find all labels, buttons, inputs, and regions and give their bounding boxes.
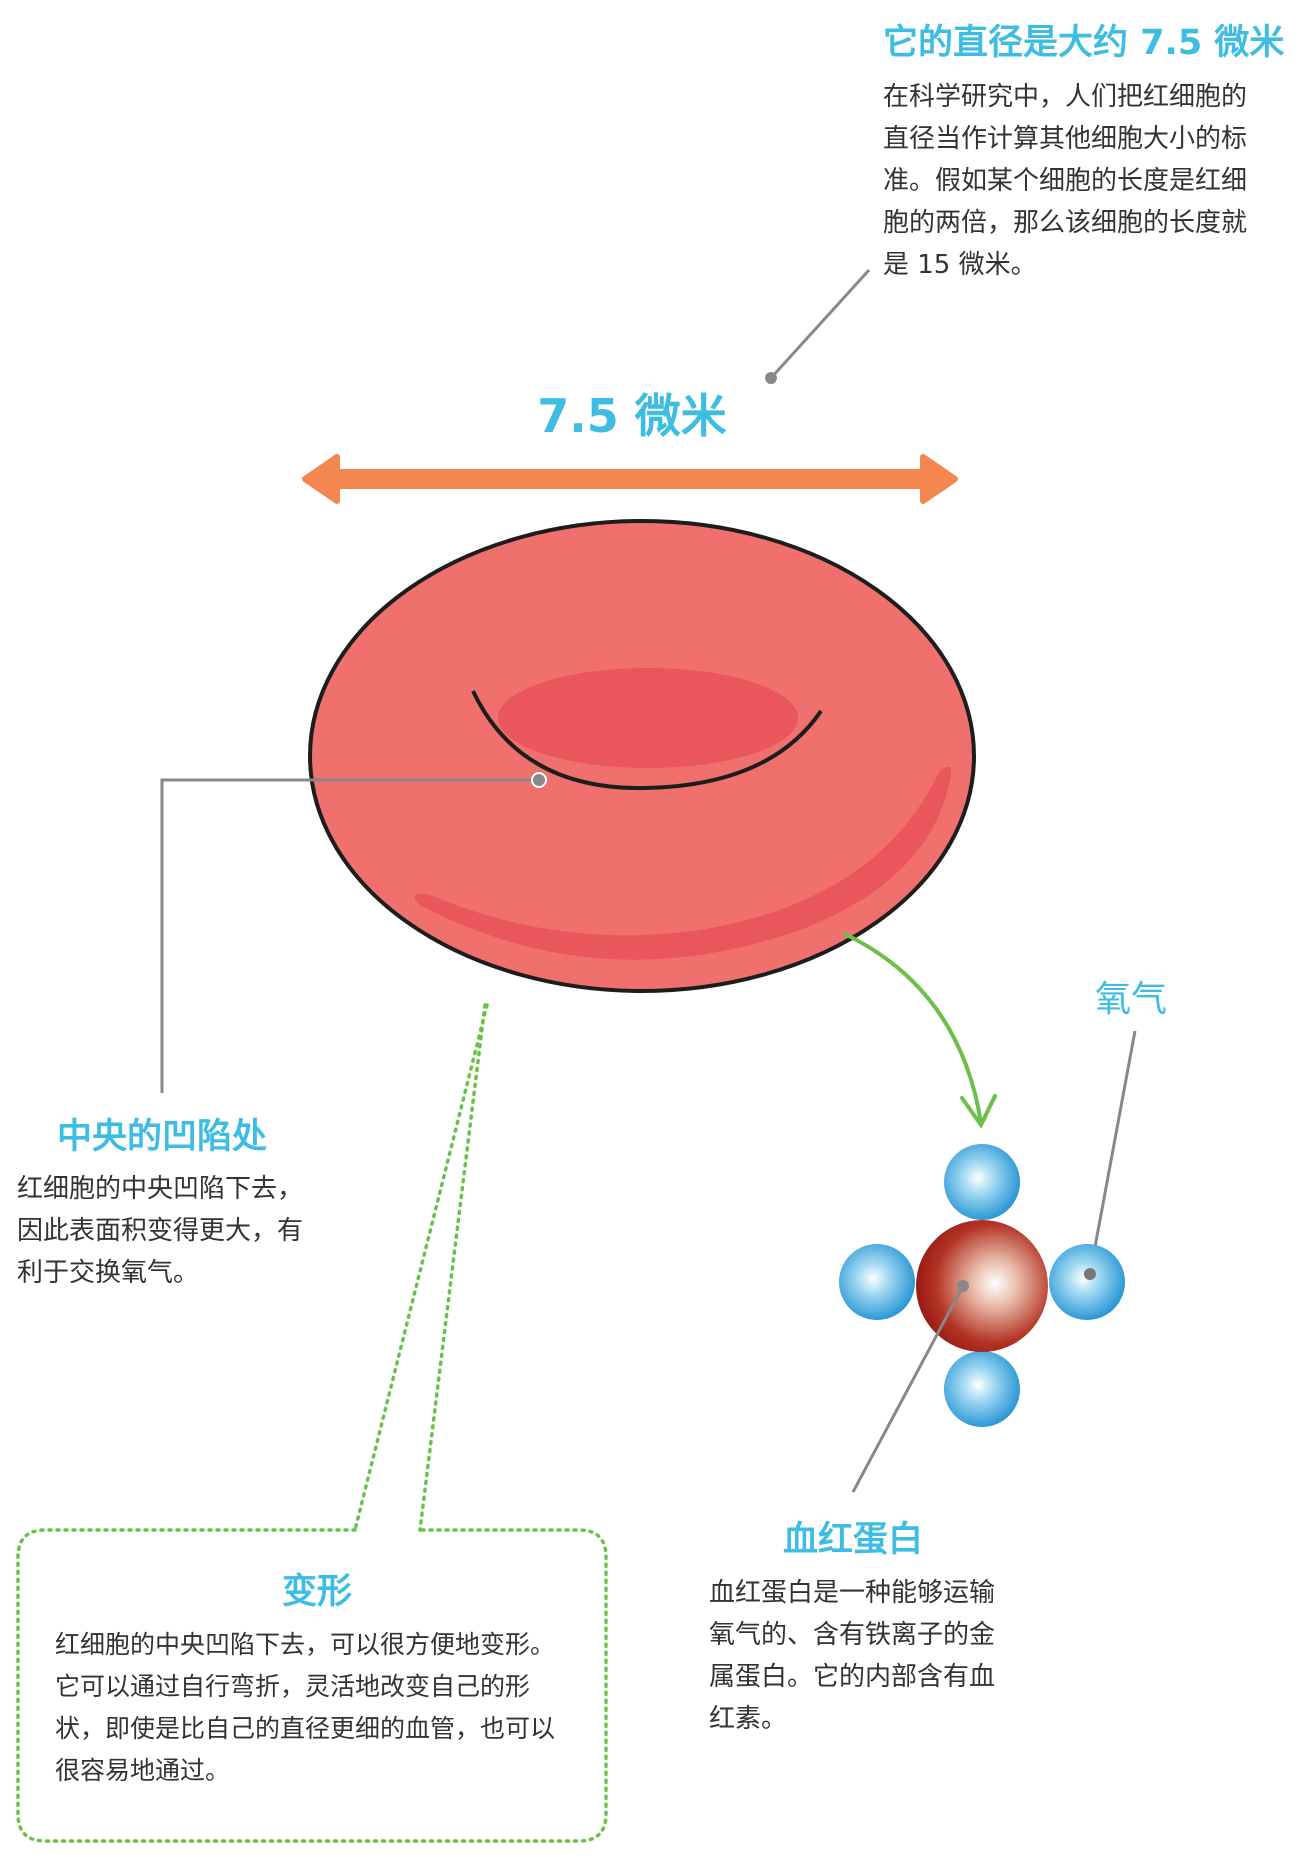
text-line: 因此表面积变得更大，有 bbox=[17, 1216, 304, 1246]
center-title: 中央的凹陷处 bbox=[56, 1117, 267, 1157]
diameter-title: 它的直径是大约 7.5 微米 bbox=[883, 23, 1285, 63]
deform-title: 变形 bbox=[281, 1572, 352, 1612]
text-line: 准。假如某个细胞的长度是红细 bbox=[883, 166, 1248, 196]
deform-description: 红细胞的中央凹陷下去，可以很方便地变形。 它可以通过自行弯折，灵活地改变自己的形… bbox=[55, 1624, 555, 1792]
text-line: 红细胞的中央凹陷下去， bbox=[17, 1174, 304, 1204]
text-line: 利于交换氧气。 bbox=[17, 1258, 200, 1288]
oxygen-atom-left bbox=[839, 1244, 915, 1320]
text-line: 血红蛋白是一种能够运输 bbox=[709, 1578, 996, 1608]
oxygen-atom-bottom bbox=[944, 1351, 1020, 1427]
leader-line-hemoglobin bbox=[851, 1285, 965, 1493]
text-line: 很容易地通过。 bbox=[55, 1756, 231, 1785]
text-line: 红细胞的中央凹陷下去，可以很方便地变形。 bbox=[55, 1630, 556, 1659]
leader-line-center bbox=[160, 778, 539, 1093]
deform-callout-border bbox=[16, 1003, 608, 1843]
measurement-label: 7.5 微米 bbox=[537, 389, 727, 443]
hemoglobin-core bbox=[916, 1220, 1048, 1352]
red-blood-cell bbox=[308, 519, 976, 993]
text-line: 红素。 bbox=[709, 1704, 788, 1734]
green-arrow bbox=[843, 932, 997, 1129]
oxygen-atom-right bbox=[1049, 1244, 1125, 1320]
diameter-arrow bbox=[302, 454, 958, 504]
hemoglobin-title: 血红蛋白 bbox=[782, 1520, 923, 1560]
text-line: 状，即使是比自己的直径更细的血管，也可以 bbox=[55, 1714, 556, 1743]
oxygen-label: 氧气 bbox=[1094, 979, 1167, 1020]
oxygen-atom-top bbox=[944, 1144, 1020, 1220]
leader-line-diameter bbox=[769, 268, 871, 380]
leader-dot-diameter bbox=[765, 372, 777, 384]
leader-dot-oxygen bbox=[1084, 1268, 1096, 1280]
leader-dot-hemoglobin bbox=[957, 1280, 969, 1292]
text-line: 它可以通过自行弯折，灵活地改变自己的形 bbox=[55, 1672, 531, 1701]
text-line: 氧气的、含有铁离子的金 bbox=[709, 1620, 996, 1650]
text-line: 是 15 微米。 bbox=[883, 250, 1037, 280]
leader-line-oxygen bbox=[1088, 1030, 1137, 1275]
text-line: 胞的两倍，那么该细胞的长度就 bbox=[883, 208, 1248, 238]
hemoglobin-description: 血红蛋白是一种能够运输 氧气的、含有铁离子的金 属蛋白。它的内部含有血 红素。 bbox=[709, 1572, 995, 1740]
hemoglobin-molecule bbox=[839, 1144, 1125, 1427]
text-line: 直径当作计算其他细胞大小的标 bbox=[883, 124, 1248, 154]
text-line: 属蛋白。它的内部含有血 bbox=[709, 1662, 996, 1692]
leader-dot-center bbox=[531, 772, 547, 788]
text-line: 在科学研究中，人们把红细胞的 bbox=[883, 82, 1248, 112]
diameter-description: 在科学研究中，人们把红细胞的 直径当作计算其他细胞大小的标 准。假如某个细胞的长… bbox=[883, 76, 1247, 286]
center-description: 红细胞的中央凹陷下去， 因此表面积变得更大，有 利于交换氧气。 bbox=[17, 1168, 303, 1294]
